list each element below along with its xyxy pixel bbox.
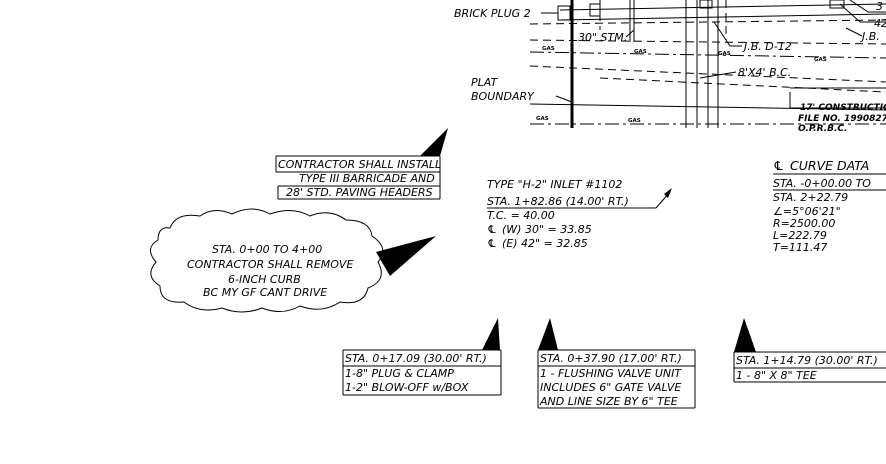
brick-plug-label: BRICK PLUG 2 [454, 7, 531, 20]
inlet-station: STA. 1+82.86 (14.00' RT.) [487, 195, 629, 208]
revision-cloud-note: STA. 0+00 TO 4+00 CONTRACTOR SHALL REMOV… [150, 208, 436, 313]
svg-text:℄: ℄ [773, 158, 784, 173]
flushing-note-line1: STA. 0+37.90 (17.00' RT.) [540, 352, 682, 365]
leader-arrow [420, 128, 448, 156]
cloud-note-line4: BC MY GF CANT DRIVE [203, 286, 327, 299]
tee-note: STA. 1+14.79 (30.00' RT.) 1 - 8" X 8" TE… [733, 318, 886, 383]
plug-note-line1: STA. 0+17.09 (30.00' RT.) [345, 352, 487, 365]
flushing-leader-arrow [538, 318, 558, 350]
gas-line [529, 51, 886, 59]
plat-boundary-label-line2: BOUNDARY [471, 90, 535, 103]
curve-sta-end: STA. 2+22.79 [773, 191, 848, 204]
flushing-note-line3: INCLUDES 6" GATE VALVE [540, 381, 681, 394]
cloud-note-line1: STA. 0+00 TO 4+00 [212, 243, 322, 256]
curve-sta-start: STA. -0+00.00 TO [773, 177, 871, 190]
tee-note-line1: STA. 1+14.79 (30.00' RT.) [736, 354, 878, 367]
tee-leader-arrow [734, 318, 756, 352]
svg-text:GAS: GAS [718, 51, 731, 57]
plan-labels: BRICK PLUG 2 30" STM. J.B. D-12 J.B. 3 4… [454, 0, 886, 134]
svg-text:3: 3 [876, 0, 883, 13]
barricade-note-line2: TYPE III BARRICADE AND [299, 172, 435, 185]
curve-length: L=222.79 [773, 229, 827, 242]
plat-boundary-label-line1: PLAT [471, 76, 498, 89]
flushing-note-line2: 1 - FLUSHING VALVE UNIT [540, 367, 682, 380]
cloud-note-line3: 6-INCH CURB [228, 273, 301, 286]
cloud-leader-arrow [376, 236, 436, 276]
plug-clamp-note: STA. 0+17.09 (30.00' RT.) 1-8" PLUG & CL… [342, 318, 502, 396]
curve-delta: ∠=5°06'21" [773, 205, 841, 218]
manhole-structure [557, 5, 571, 21]
utility-plan: GAS GAS GAS GAS GAS GAS [529, 0, 886, 128]
junction-box-2-label: J.B. [860, 30, 880, 43]
plug-leader-arrow [482, 318, 500, 350]
inlet-top-of-curb: T.C. = 40.00 [487, 209, 555, 222]
revision-cloud [150, 208, 384, 313]
inlet-flowline-west: (W) 30" = 33.85 [502, 223, 592, 236]
construction-note-line2: FILE NO. 19908277 [798, 114, 886, 124]
barricade-note-line1: CONTRACTOR SHALL INSTALL [278, 158, 441, 171]
svg-text:GAS: GAS [634, 49, 647, 55]
cloud-note-line2: CONTRACTOR SHALL REMOVE [187, 258, 353, 271]
svg-text:GAS: GAS [542, 46, 555, 52]
curve-radius: R=2500.00 [773, 217, 835, 230]
barricade-note: CONTRACTOR SHALL INSTALL TYPE III BARRIC… [275, 128, 448, 200]
curve-data: ℄ CURVE DATA STA. -0+00.00 TO STA. 2+22.… [773, 158, 886, 254]
plug-note-line3: 1-2" BLOW-OFF w/BOX [345, 381, 469, 394]
flushing-valve-note: STA. 0+37.90 (17.00' RT.) 1 - FLUSHING V… [537, 318, 696, 409]
svg-text:℄: ℄ [487, 237, 497, 250]
svg-text:42: 42 [874, 17, 886, 30]
svg-text:℄: ℄ [487, 223, 497, 236]
curve-tangent: T=111.47 [773, 241, 827, 254]
flushing-note-line4: AND LINE SIZE BY 6" TEE [539, 395, 678, 408]
svg-text:GAS: GAS [814, 57, 827, 63]
svg-text:GAS: GAS [628, 118, 641, 124]
plug-note-line2: 1-8" PLUG & CLAMP [345, 367, 454, 380]
inlet-type: TYPE "H-2" INLET #1102 [487, 178, 622, 191]
inlet-note: TYPE "H-2" INLET #1102 STA. 1+82.86 (14.… [487, 178, 672, 250]
tee-note-line2: 1 - 8" X 8" TEE [736, 369, 817, 382]
inlet-flowline-east: (E) 42" = 32.85 [502, 237, 588, 250]
curve-data-title: CURVE DATA [790, 158, 869, 173]
construction-note-line1: 17' CONSTRUCTION [800, 103, 886, 113]
barricade-note-line3: 28' STD. PAVING HEADERS [286, 186, 433, 199]
svg-text:GAS: GAS [536, 116, 549, 122]
junction-box-label: J.B. D-12 [742, 40, 792, 53]
construction-note-line3: O.P.R.B.C. [798, 124, 847, 134]
storm-pipe-label: 30" STM. [578, 31, 627, 44]
box-culvert-label: 8'X4' B.C. [738, 66, 791, 79]
